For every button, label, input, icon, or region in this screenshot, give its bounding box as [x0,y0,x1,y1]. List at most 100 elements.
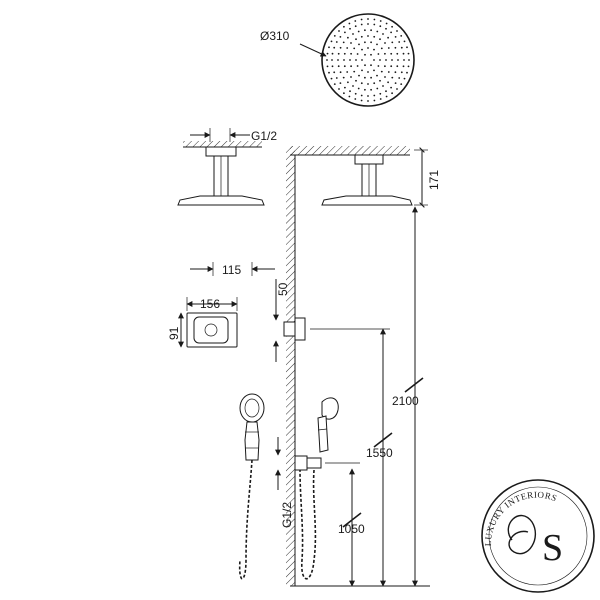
nozzle-dot [376,30,379,33]
nozzle-dot [357,87,360,90]
nozzle-dot [333,35,336,37]
nozzle-dot [384,76,386,78]
nozzle-dot [356,53,359,55]
nozzle-dot [376,74,378,77]
nozzle-dot [407,65,410,68]
nozzle-dot [407,52,410,55]
nozzle-dot [364,64,366,67]
nozzle-dot [384,52,386,55]
nozzle-dot [361,69,363,72]
nozzle-dot [402,52,405,55]
nozzle-dot [367,83,369,85]
nozzle-dot [391,76,394,79]
nozzle-dot [402,65,405,68]
nozzle-dot [379,38,381,41]
nozzle-dot [337,65,340,68]
nozzle-dot [406,71,408,74]
nozzle-dot [349,27,351,30]
nozzle-dot [385,22,388,25]
nozzle-dot [373,82,376,85]
nozzle-dot [330,40,333,43]
nozzle-dot [382,33,384,35]
hand-shower-side-view [294,397,339,580]
nozzle-dot [403,40,406,43]
nozzle-dot [398,77,401,79]
nozzle-dot [379,59,381,61]
nozzle-dot [382,85,384,87]
nozzle-dot [390,86,392,89]
nozzle-dot [373,23,376,26]
nozzle-dot [350,42,352,44]
nozzle-dot [406,46,408,49]
shower-head-top-view [321,13,415,107]
nozzle-dot [387,81,389,84]
nozzle-dot [339,71,342,74]
arm-drop-dimension [414,147,428,208]
nozzle-dot [343,92,345,95]
nozzle-dot [342,76,345,79]
nozzle-dot [350,76,352,78]
nozzle-dot [331,65,334,68]
nozzle-dot [344,86,346,89]
outlet-height-label: 1050 [338,522,365,536]
nozzle-dot [364,41,366,44]
nozzle-dot [367,18,369,20]
nozzle-dot [335,41,338,43]
nozzle-dot [350,52,352,55]
nozzle-dot [361,48,363,51]
nozzle-dot [379,98,382,100]
nozzle-dot [387,36,389,39]
logo-monogram: S [542,527,563,569]
nozzle-dot [364,76,366,79]
valve-spacing-label: 50 [276,282,290,296]
valve-projection-dimension [190,262,275,276]
nozzle-dot [326,59,328,61]
nozzle-dot [377,65,380,67]
nozzle-dot [376,43,378,46]
valve-projection-label: 115 [222,263,241,277]
nozzle-dot [379,79,381,82]
valve-height-label: 91 [167,326,181,340]
nozzle-dot [353,70,356,73]
nozzle-dot [373,94,376,97]
nozzle-dot [390,65,393,68]
nozzle-dot [400,46,403,49]
nozzle-dot [343,59,345,61]
wall-valve-side-view [283,317,306,341]
nozzle-dot [396,65,399,68]
nozzle-dot [396,88,398,90]
arm-drop-label: 171 [427,170,441,190]
nozzle-dot [367,95,369,97]
nozzle-dot [385,90,387,93]
nozzle-dot [390,52,393,55]
nozzle-dot [367,71,369,73]
nozzle-dot [356,65,359,67]
nozzle-dot [346,71,349,73]
nozzle-dot [391,92,393,95]
nozzle-dot [391,59,393,61]
nozzle-dot [373,59,375,61]
nozzle-dot [370,64,372,67]
nozzle-dot [373,48,375,51]
nozzle-dot [373,69,375,72]
nozzle-dot [360,82,363,85]
shower-head-nozzles [326,18,410,102]
nozzle-dot [338,30,340,32]
nozzle-dot [360,23,363,26]
nozzle-dot [333,83,336,85]
nozzle-dot [364,88,366,91]
nozzle-dot [377,53,380,55]
monogram-swash [507,514,537,555]
nozzle-dot [373,35,376,38]
nozzle-dot [350,65,352,68]
wall-and-ceiling-section [286,146,410,586]
nozzle-dot [360,35,363,38]
nozzle-dot [367,47,369,49]
nozzle-dot [352,85,354,87]
nozzle-dot [352,33,354,35]
nozzle-dot [403,59,405,61]
nozzle-dot [330,77,333,80]
nozzle-dot [355,59,357,61]
nozzle-dot [331,52,334,55]
